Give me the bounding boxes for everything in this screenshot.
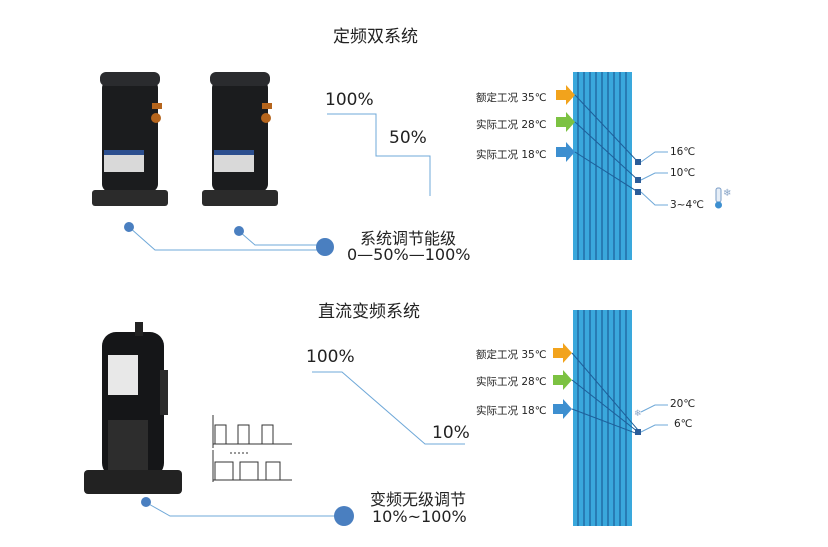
compressor-image — [92, 72, 168, 206]
top-range: 0—50%—100% — [347, 245, 471, 264]
bottom-condition-18: 实际工况 18℃ — [476, 405, 547, 417]
top-temp-3-4: 3~4℃ — [670, 199, 704, 211]
top-connector-line — [128, 226, 325, 251]
top-pct-high: 100% — [325, 90, 374, 110]
svg-text:❄: ❄ — [723, 188, 731, 199]
top-pct-low: 50% — [389, 128, 427, 148]
top-condition-28: 实际工况 28℃ — [476, 119, 547, 131]
bottom-temp-20: 20℃ — [670, 398, 696, 410]
bottom-pct-high: 100% — [306, 347, 355, 367]
bottom-label: 变频无级调节 — [370, 490, 467, 509]
bottom-condition-rated: 额定工况 35℃ — [476, 349, 547, 361]
bottom-coil — [573, 310, 632, 526]
bottom-temp-6: 6℃ — [674, 418, 693, 430]
compressor-image — [84, 322, 182, 494]
top-coil — [573, 72, 632, 260]
aggregate-node — [316, 238, 334, 256]
top-connector-line — [239, 231, 325, 246]
arrow-orange-icon — [553, 343, 572, 363]
arrow-green-icon — [553, 370, 572, 390]
connector-node — [234, 226, 244, 236]
top-step-line — [327, 113, 431, 196]
thermometer-icon: ❄ — [715, 187, 731, 209]
top-label: 系统调节能级 — [360, 229, 457, 248]
connector-node — [141, 497, 151, 507]
arrow-blue-icon — [553, 399, 572, 419]
bottom-condition-28: 实际工况 28℃ — [476, 376, 547, 388]
aggregate-node — [334, 506, 354, 526]
snowflake-icon: ❄ — [634, 409, 642, 419]
arrow-green-icon — [556, 112, 575, 132]
bottom-range: 10%~100% — [372, 507, 467, 526]
bottom-title: 直流变频系统 — [318, 302, 420, 322]
top-title: 定频双系统 — [333, 27, 418, 47]
connector-node — [124, 222, 134, 232]
arrow-blue-icon — [556, 142, 575, 162]
bottom-slope-line — [312, 371, 465, 445]
top-temp-16: 16℃ — [670, 146, 696, 158]
top-condition-rated: 额定工况 35℃ — [476, 92, 547, 104]
waveform-chart — [212, 415, 292, 482]
arrow-orange-icon — [556, 85, 575, 105]
bottom-pct-low: 10% — [432, 423, 470, 443]
bottom-connector-line — [146, 502, 336, 517]
compressor-image — [202, 72, 278, 206]
top-temp-10: 10℃ — [670, 167, 696, 179]
top-condition-18: 实际工况 18℃ — [476, 149, 547, 161]
